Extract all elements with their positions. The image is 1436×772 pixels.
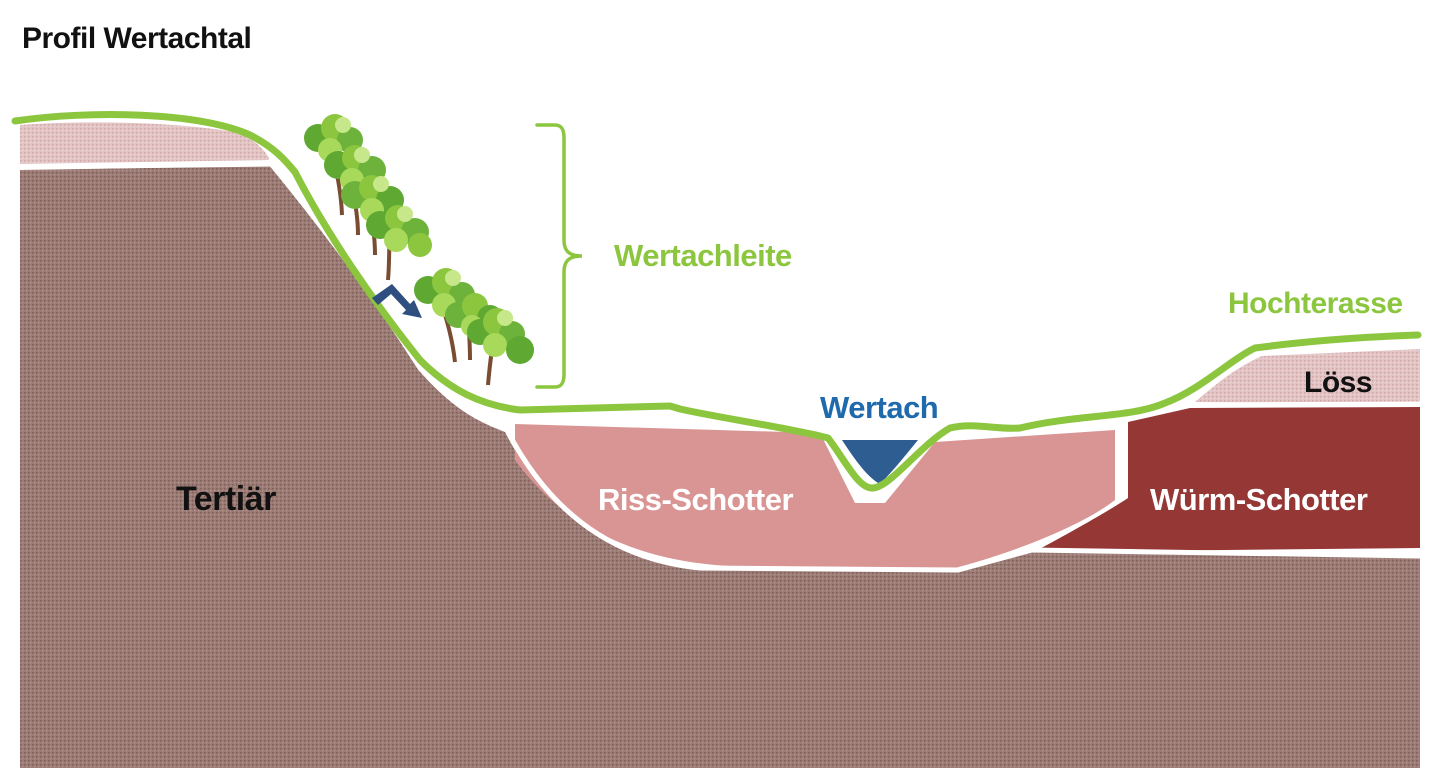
label-riss-schotter: Riss-Schotter [598,482,793,517]
tree-icon [304,114,363,216]
curly-brace-icon [535,123,583,389]
label-wertachleite: Wertachleite [614,238,792,273]
tertiaer-layer [20,166,1420,768]
tree-cluster-icon [304,114,534,386]
label-hochterasse: Hochterasse [1228,287,1403,320]
label-wertach: Wertach [820,390,938,425]
label-tertiaer: Tertiär [176,480,276,518]
tree-icon [341,175,404,256]
diagram-title: Profil Wertachtal [22,22,251,55]
wertach-river-water [842,440,918,484]
wuerm-schotter-layer [1034,407,1420,552]
tree-icon [467,308,534,386]
loess-layer-right [1195,349,1420,404]
loess-layer-left [20,122,270,164]
ground-surface-line [11,111,1422,492]
label-wuerm-schotter: Würm-Schotter [1150,482,1368,517]
label-loess: Löss [1304,366,1372,399]
riss-schotter-layer [515,424,1115,568]
flow-arrow-icon [372,284,422,318]
tree-icon [366,205,432,281]
